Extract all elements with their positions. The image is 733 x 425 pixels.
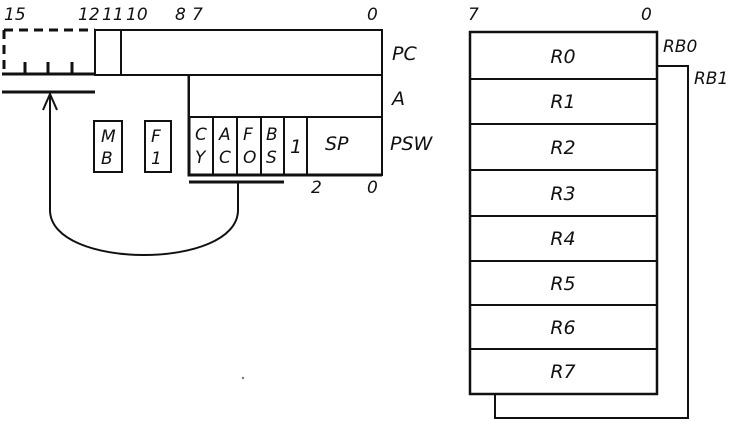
psw-label: PSW: [390, 133, 434, 155]
psw-sp-field: SP: [325, 133, 349, 155]
bank-label-rb1: RB1: [694, 69, 728, 89]
bank-register-r3: R3: [550, 183, 575, 205]
f1-flag-box: [144, 120, 172, 173]
bank-rb0: R0 R1 R2 R3 R4 R5 R6 R7: [468, 30, 659, 396]
psw-cy-bottom: Y: [195, 148, 207, 168]
pc-unused-bits-dashed: [2, 28, 95, 74]
bank-register-r0: R0: [550, 46, 575, 68]
bank-rb0-outline: [468, 30, 659, 396]
psw-f0-top: F: [243, 125, 253, 145]
psw-f0-bottom: O: [243, 148, 256, 168]
pc-bit-ticks: [23, 62, 74, 74]
a-label: A: [390, 88, 405, 110]
bank-register-r1: R1: [550, 91, 575, 113]
feedback-arrow-line: [49, 96, 239, 256]
pc-label: PC: [392, 43, 417, 65]
psw-cy-top: C: [195, 125, 207, 145]
psw-register: C Y A C F O B S 1 SP: [187, 116, 383, 177]
bank-bit-label-0: 0: [641, 5, 652, 25]
bank-register-r7: R7: [550, 361, 575, 383]
psw-thick-edge: [187, 117, 382, 177]
pc-bit-11-cell: [94, 29, 122, 76]
mb-flag-box: [93, 120, 123, 173]
bit-label-10: 10: [126, 5, 148, 25]
psw-ac-bottom: C: [219, 148, 231, 168]
psw-outline: [188, 116, 383, 176]
a-register: [188, 74, 383, 118]
mb-flag-top: M: [101, 127, 116, 147]
f1-flag-bottom: 1: [151, 149, 162, 169]
bank-bit-label-7: 7: [468, 5, 479, 25]
bank-register-r2: R2: [550, 137, 575, 159]
feedback-arrowhead: [42, 91, 58, 111]
bit-label-0: 0: [367, 5, 378, 25]
psw-bit-label-0: 0: [367, 178, 378, 198]
bank-rb1-outline: [494, 65, 689, 419]
stray-dot: [241, 376, 245, 380]
pc-register: [2, 28, 383, 76]
psw-bit-3-one: 1: [290, 136, 302, 158]
bit-label-7: 7: [192, 5, 203, 25]
mb-flag-bottom: B: [101, 149, 113, 169]
bit-label-12: 12: [78, 5, 100, 25]
psw-bs-bottom: S: [266, 148, 277, 168]
bank-register-r4: R4: [550, 228, 575, 250]
psw-bit-label-2: 2: [311, 178, 322, 198]
f1-flag-top: F: [151, 127, 161, 147]
bit-label-8: 8: [175, 5, 186, 25]
psw-ac-top: A: [218, 125, 231, 145]
psw-bs-top: B: [266, 125, 278, 145]
pc-low-bits: [120, 29, 383, 76]
bank-register-r5: R5: [550, 273, 575, 295]
bit-label-11: 11: [102, 5, 124, 25]
bank-register-r6: R6: [550, 317, 575, 339]
pc-bit-labels: 15 12 11 10 8 7 0: [4, 5, 378, 25]
bank-label-rb0: RB0: [663, 37, 697, 57]
bit-label-15: 15: [4, 5, 26, 25]
